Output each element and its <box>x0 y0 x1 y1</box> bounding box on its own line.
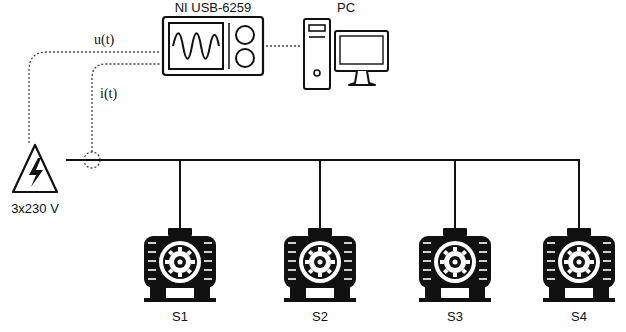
motor: S3 <box>413 226 497 324</box>
node-label: NI USB-6259 <box>175 0 252 15</box>
power-source: 3x230 V <box>2 142 68 216</box>
motor: S1 <box>138 226 222 324</box>
signal-wire <box>266 45 300 46</box>
node-label: PC <box>337 0 355 15</box>
node-label: S1 <box>172 309 188 324</box>
node-label: 3x230 V <box>11 201 59 216</box>
power-source-symbol <box>10 142 60 198</box>
motor: S2 <box>278 226 362 324</box>
signal-name: u(t) <box>92 32 116 48</box>
current-signal-wire <box>92 64 160 152</box>
bus-wire <box>66 160 180 228</box>
daq-device: NI USB-6259 <box>160 0 266 77</box>
computer: PC <box>300 0 392 93</box>
computer-icon <box>301 15 391 93</box>
bus-wire <box>66 160 455 228</box>
signal-name: i(t) <box>98 86 119 102</box>
bus-wire <box>66 160 320 228</box>
motor-icon <box>413 226 497 306</box>
motor-icon <box>138 226 222 306</box>
node-label: S3 <box>447 309 463 324</box>
bus-wire <box>66 160 579 228</box>
motor-icon <box>537 226 621 306</box>
motor: S4 <box>537 226 621 324</box>
signal-wire <box>29 52 160 143</box>
motor-icon <box>278 226 362 306</box>
node-label: S4 <box>571 309 587 324</box>
node-label: S2 <box>312 309 328 324</box>
daq-device-icon <box>161 15 265 77</box>
